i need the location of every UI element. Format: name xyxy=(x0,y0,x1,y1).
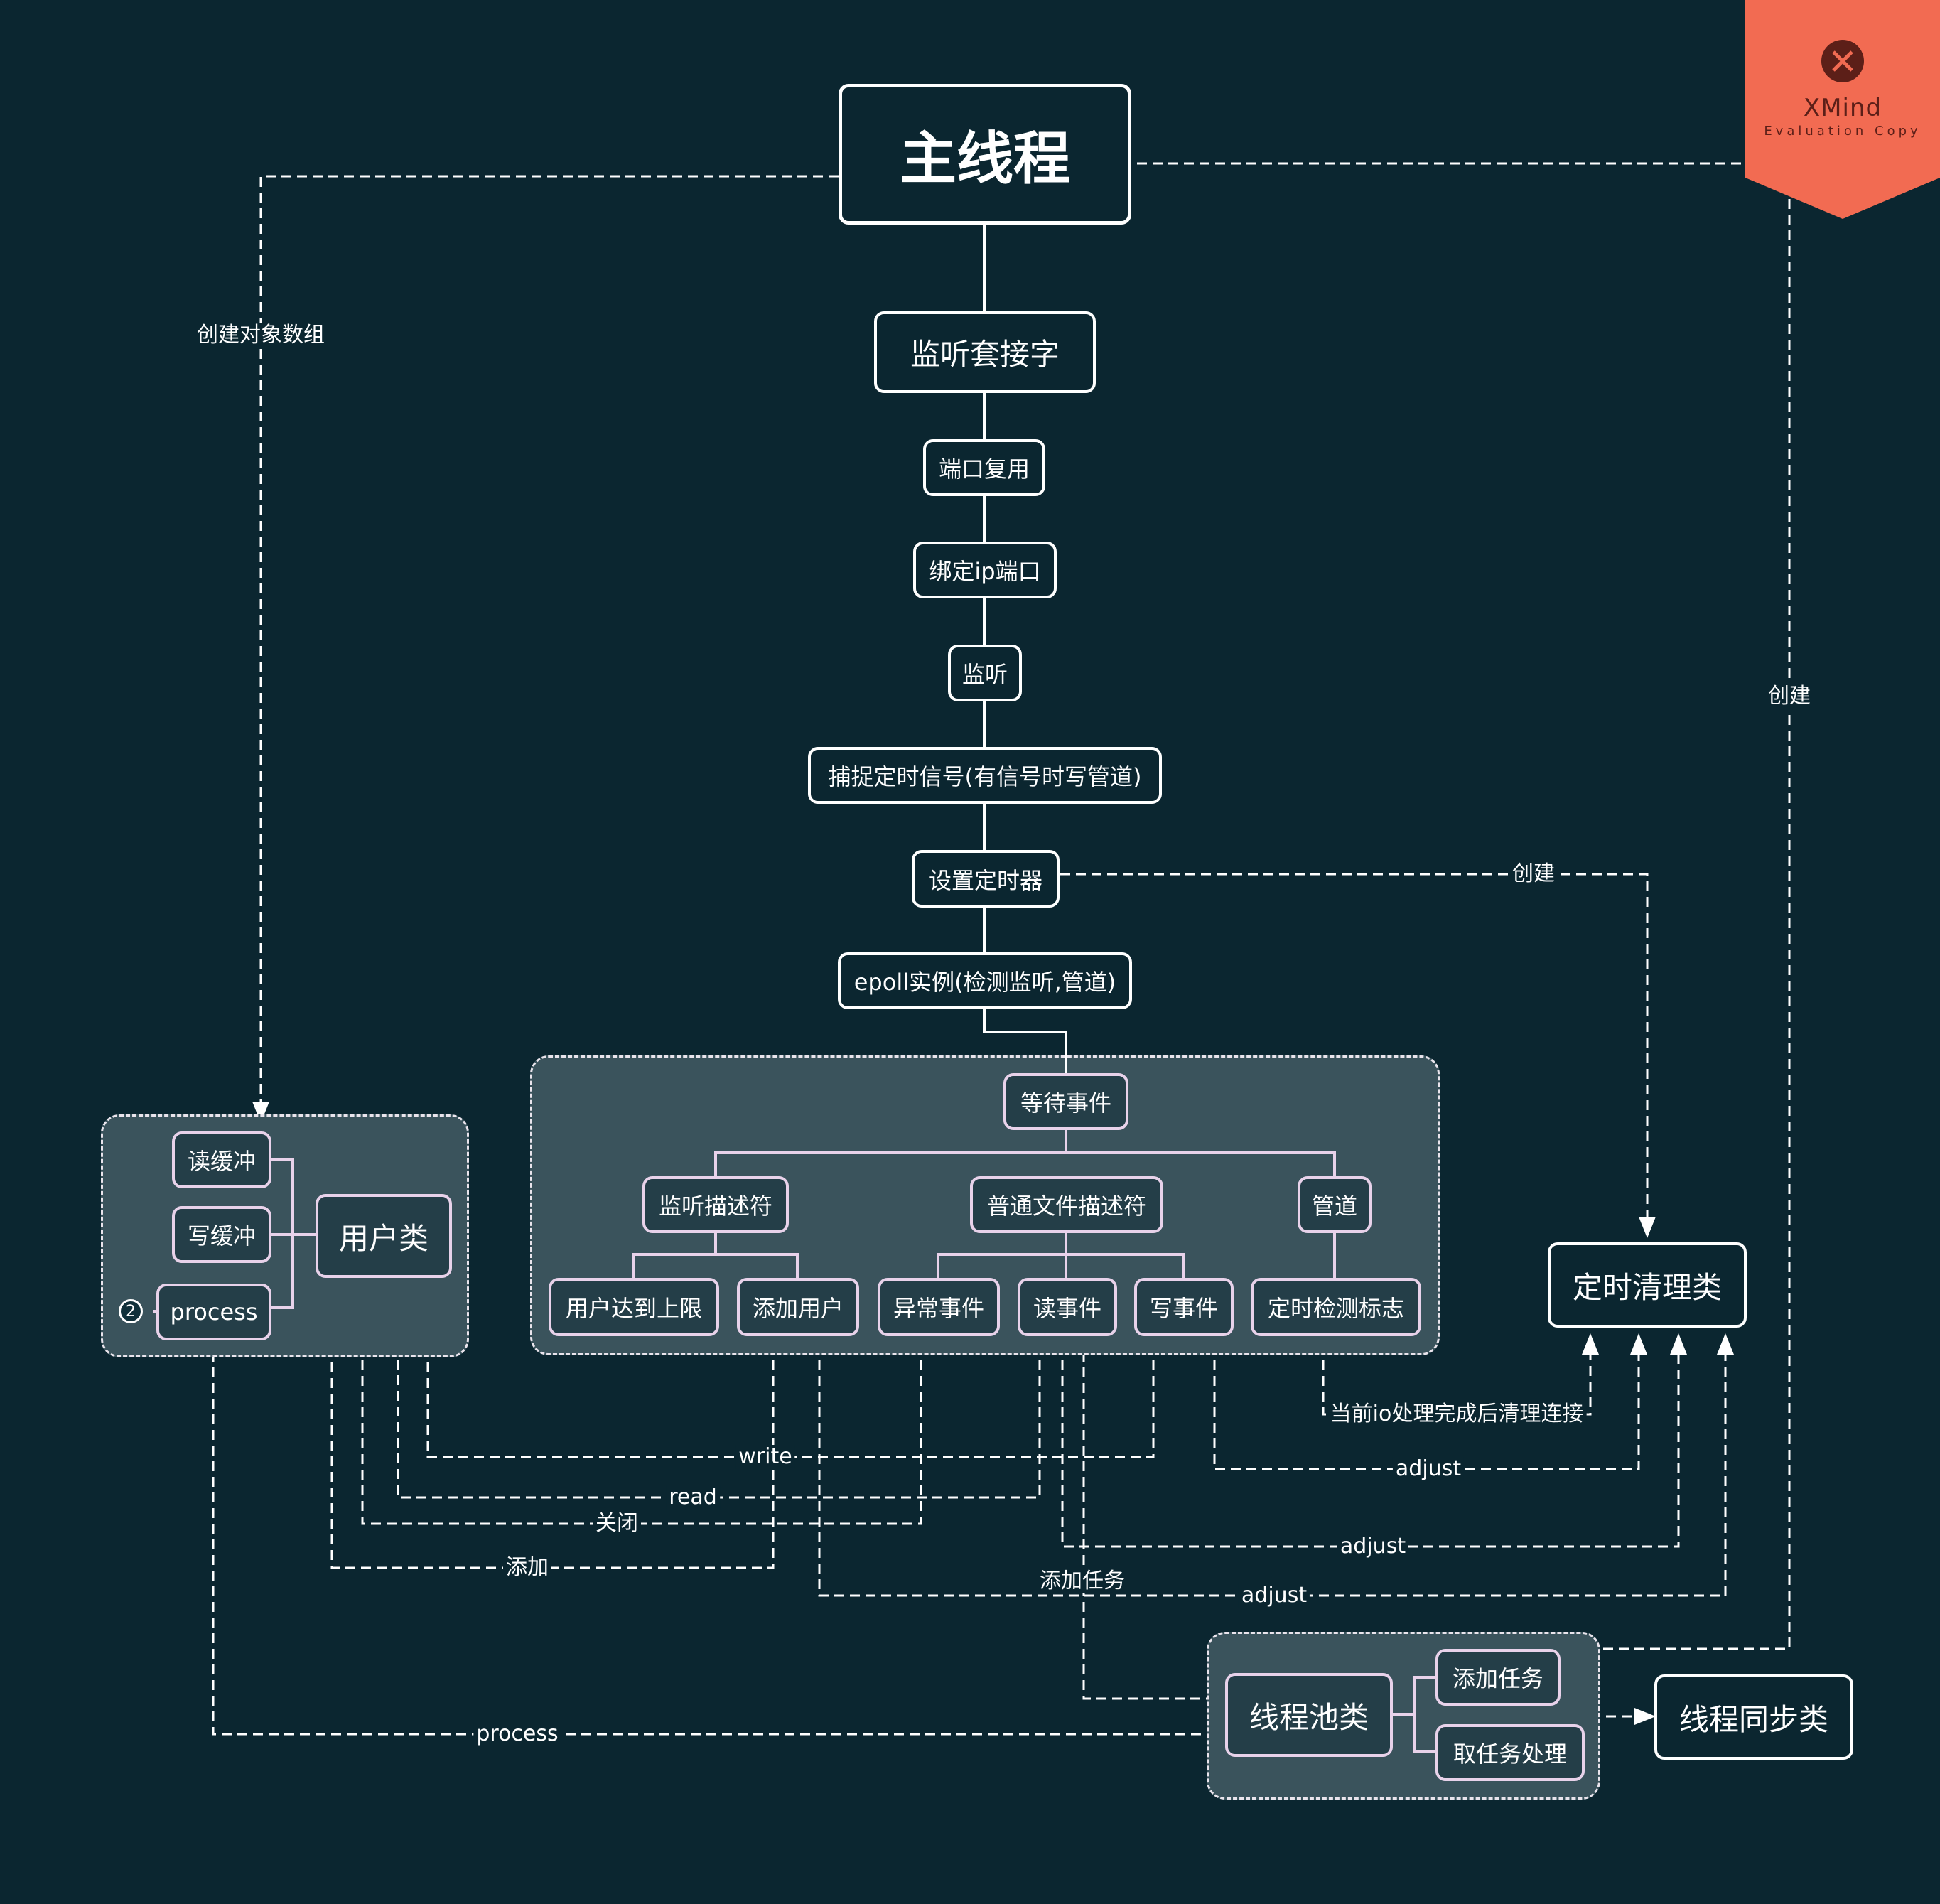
thread-sync-class-node[interactable]: 线程同步类 xyxy=(1654,1674,1853,1760)
take-task-node[interactable]: 取任务处理 xyxy=(1435,1724,1585,1781)
write-buffer-node[interactable]: 写缓冲 xyxy=(172,1206,271,1263)
epoll-instance-node[interactable]: epoll实例(检测监听,管道) xyxy=(838,952,1132,1009)
create-timer-label: 创建 xyxy=(1509,862,1558,886)
xmind-brand: XMind xyxy=(1803,94,1882,122)
set-timer-node[interactable]: 设置定时器 xyxy=(912,850,1060,908)
catch-timer-signal-node[interactable]: 捕捉定时信号(有信号时写管道) xyxy=(808,747,1162,804)
xmind-evaluation-copy: Evaluation Copy xyxy=(1764,124,1922,139)
bind-ip-port-node[interactable]: 绑定ip端口 xyxy=(913,542,1057,598)
cleanup-after-io-label: 当前io处理完成后清理连接 xyxy=(1327,1402,1587,1426)
user-limit-node[interactable]: 用户达到上限 xyxy=(549,1278,719,1336)
user-class-node[interactable]: 用户类 xyxy=(316,1194,452,1278)
read-label: read xyxy=(666,1485,720,1510)
add-task-label: 添加任务 xyxy=(1037,1569,1128,1593)
read-event-node[interactable]: 读事件 xyxy=(1018,1278,1117,1336)
process-count-badge: 2 xyxy=(119,1299,143,1323)
adjust-label-3: adjust xyxy=(1238,1583,1310,1608)
process-label: process xyxy=(473,1722,561,1746)
listen-node[interactable]: 监听 xyxy=(948,645,1022,701)
timer-check-flag-node[interactable]: 定时检测标志 xyxy=(1251,1278,1421,1336)
create-object-array-label: 创建对象数组 xyxy=(194,323,328,348)
port-reuse-node[interactable]: 端口复用 xyxy=(923,439,1045,496)
exception-event-node[interactable]: 异常事件 xyxy=(878,1278,1000,1336)
listen-socket-node[interactable]: 监听套接字 xyxy=(874,311,1096,393)
normal-fd-node[interactable]: 普通文件描述符 xyxy=(970,1176,1163,1233)
adjust-label-1: adjust xyxy=(1392,1457,1465,1481)
listen-fd-node[interactable]: 监听描述符 xyxy=(642,1176,789,1233)
timer-cleanup-class-node[interactable]: 定时清理类 xyxy=(1548,1242,1747,1328)
close-label: 关闭 xyxy=(593,1512,641,1536)
write-label: write xyxy=(735,1445,795,1469)
pipe-node[interactable]: 管道 xyxy=(1298,1176,1372,1233)
xmind-watermark xyxy=(1745,0,1940,219)
read-buffer-node[interactable]: 读缓冲 xyxy=(172,1131,271,1188)
wait-events-node[interactable]: 等待事件 xyxy=(1003,1073,1128,1130)
adjust-label-2: adjust xyxy=(1337,1534,1409,1559)
threadpool-class-node[interactable]: 线程池类 xyxy=(1225,1673,1393,1757)
create-right-label: 创建 xyxy=(1765,684,1814,709)
write-event-node[interactable]: 写事件 xyxy=(1134,1278,1234,1336)
add-task-node[interactable]: 添加任务 xyxy=(1435,1649,1561,1706)
add-label: 添加 xyxy=(503,1556,551,1580)
add-user-node[interactable]: 添加用户 xyxy=(737,1278,859,1336)
main-thread-node[interactable]: 主线程 xyxy=(839,84,1131,225)
process-node[interactable]: process xyxy=(156,1284,271,1340)
